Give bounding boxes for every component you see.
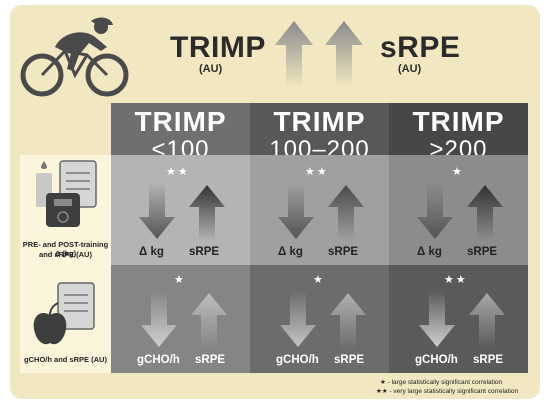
- down-arrow-icon: [141, 291, 177, 347]
- down-arrow-icon: [278, 183, 314, 239]
- row-label-line1: PRE- and POST-training Δ (kg): [22, 240, 109, 258]
- header-left-title: TRIMP: [170, 31, 266, 64]
- up-arrow-icon: [189, 185, 225, 241]
- apple-notebook-icon: [33, 282, 95, 345]
- legend-two-star: ★★ - very large statistically significan…: [376, 388, 519, 395]
- cell-mid-cho: ★ gCHO/h sRPE: [250, 265, 389, 373]
- row-label-line2: and sRPE (AU): [39, 250, 92, 259]
- row-label-cho-srpe: gCHO/h and sRPE (AU): [20, 265, 111, 373]
- header-right-unit: (AU): [398, 63, 422, 75]
- cell-high-cho: ★★ gCHO/h sRPE: [389, 265, 528, 373]
- cell-right-label: sRPE: [189, 246, 220, 258]
- up-arrow-icon: [191, 293, 227, 349]
- row-label-line1: gCHO/h and sRPE (AU): [24, 355, 107, 364]
- significance-stars: ★: [313, 274, 325, 286]
- column-header-high: TRIMP >200: [389, 103, 528, 163]
- trimp-up-arrow-icon: [275, 21, 313, 87]
- header-right-title: sRPE: [380, 31, 461, 64]
- header-left-unit: (AU): [199, 63, 223, 75]
- up-arrow-icon: [469, 293, 505, 349]
- srpe-up-arrow-icon: [325, 21, 363, 87]
- scale-notebook-icon: [36, 160, 97, 227]
- significance-stars: ★★: [444, 274, 468, 286]
- up-arrow-icon: [328, 185, 364, 241]
- significance-stars: ★: [174, 274, 186, 286]
- down-arrow-icon: [417, 183, 453, 239]
- cell-high-weight: ★ Δ kg sRPE: [389, 155, 528, 265]
- cell-low-weight: ★★ Δ kg sRPE: [111, 155, 250, 265]
- down-arrow-icon: [280, 291, 316, 347]
- infographic-card: TRIMP (AU) sRPE (AU) TRIMP <100 TRIMP 10…: [10, 5, 540, 399]
- down-arrow-icon: [419, 291, 455, 347]
- cell-right-label: sRPE: [334, 354, 365, 366]
- row-label-weight-srpe: PRE- and POST-training Δ (kg) and sRPE (…: [20, 155, 111, 265]
- significance-stars: ★★: [166, 166, 190, 178]
- cell-right-label: sRPE: [473, 354, 504, 366]
- cell-left-label: Δ kg: [417, 246, 442, 258]
- cell-low-cho: ★ gCHO/h sRPE: [111, 265, 250, 373]
- cyclist-icon: [20, 17, 129, 97]
- column-header-title: TRIMP: [273, 106, 366, 137]
- cell-left-label: gCHO/h: [276, 354, 319, 366]
- column-header-title: TRIMP: [134, 106, 227, 137]
- cell-mid-weight: ★★ Δ kg sRPE: [250, 155, 389, 265]
- significance-stars: ★★: [305, 166, 329, 178]
- column-header-mid: TRIMP 100–200: [250, 103, 389, 163]
- column-header-title: TRIMP: [412, 106, 505, 137]
- cell-left-label: gCHO/h: [415, 354, 458, 366]
- cell-left-label: gCHO/h: [137, 354, 180, 366]
- column-header-low: TRIMP <100: [111, 103, 250, 163]
- up-arrow-icon: [330, 293, 366, 349]
- cell-left-label: Δ kg: [139, 246, 164, 258]
- legend-one-star: ★ - large statistically significant corr…: [380, 379, 503, 386]
- up-arrow-icon: [467, 185, 503, 241]
- cell-right-label: sRPE: [195, 354, 226, 366]
- significance-stars: ★: [452, 166, 464, 178]
- down-arrow-icon: [139, 183, 175, 239]
- cell-right-label: sRPE: [328, 246, 359, 258]
- cell-right-label: sRPE: [467, 246, 498, 258]
- cell-left-label: Δ kg: [278, 246, 303, 258]
